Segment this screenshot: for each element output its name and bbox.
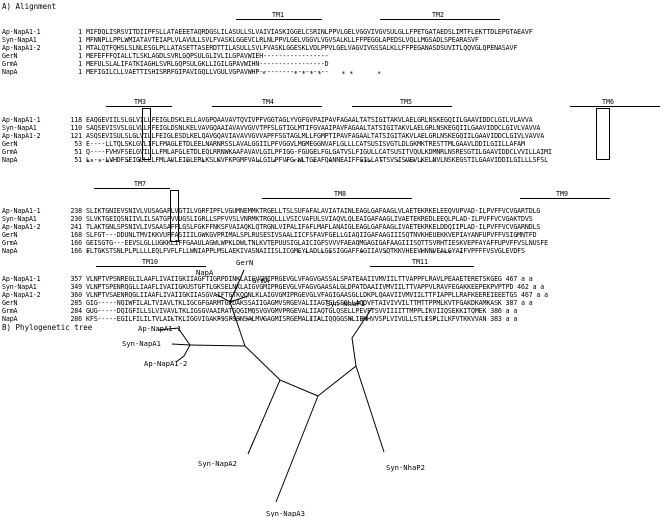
conserved-residue-box: [596, 108, 610, 160]
tree-branch: [317, 307, 373, 397]
tree-leaf-label: Syn-NapA1: [122, 339, 161, 348]
tm10-bar: [96, 266, 206, 267]
tree-leaf-label: NapA: [196, 268, 214, 277]
tm10-label: TM10: [142, 258, 158, 266]
tm8-bar: [262, 198, 412, 199]
tm5-label: TM5: [400, 98, 412, 106]
conservation-line: ** * ** * * * * * * * * * *** * * *** * …: [86, 158, 436, 166]
tree-branch: [244, 345, 319, 397]
tree-leaf-label: Syn-NapA3: [266, 509, 305, 517]
tm8-label: TM8: [334, 190, 346, 198]
tree-leaf-label: Ap-NapA1-2: [144, 359, 187, 368]
tree-leaf-label: GerN: [236, 258, 253, 267]
tree-branch: [247, 379, 281, 455]
tm1-bar: [236, 19, 322, 20]
conserved-residue-box: [142, 108, 151, 160]
tm3-label: TM3: [134, 98, 146, 106]
tm4-label: TM4: [262, 98, 274, 106]
tree-branch: [229, 269, 245, 303]
tree-branch: [175, 344, 191, 363]
tm7-label: TM7: [134, 180, 146, 188]
tm9-bar: [520, 198, 610, 199]
tree-branch: [229, 295, 249, 303]
conservation-line: * * * * * * * *: [262, 70, 382, 78]
tm4-bar: [212, 106, 322, 107]
tm5-bar: [352, 106, 452, 107]
tm2-bar: [380, 19, 500, 20]
tree-leaf-label: Syn-NhaP1: [326, 299, 365, 308]
section-title-alignment: A) Alignment: [2, 2, 57, 11]
tree-branch: [171, 343, 191, 346]
tm11-bar: [370, 266, 474, 267]
section-title-tree: B) Phylogenetic tree: [2, 323, 93, 332]
tree-leaf-label: GrmA: [252, 276, 270, 285]
tree-leaf-label: Syn-NapA2: [198, 459, 237, 468]
tm9-label: TM9: [556, 190, 568, 198]
conservation-line: * * * * * * * * * *** *: [86, 249, 464, 257]
tm7-bar: [94, 188, 170, 189]
tm6-label: TM6: [602, 98, 614, 106]
tm11-label: TM11: [412, 258, 428, 266]
tm6-bar: [570, 106, 660, 107]
conserved-residue-box: [170, 190, 179, 242]
tm3-bar: [106, 106, 172, 107]
tree-branch: [275, 395, 319, 503]
tree-branch: [355, 365, 385, 453]
tree-branch: [157, 327, 191, 346]
tree-leaf-label: Ap-NapA1-1: [138, 324, 181, 333]
tm2-label: TM2: [432, 11, 444, 19]
tm1-label: TM1: [272, 11, 284, 19]
tree-branch: [189, 344, 246, 347]
tree-leaf-label: Syn-NhaP2: [386, 463, 425, 472]
